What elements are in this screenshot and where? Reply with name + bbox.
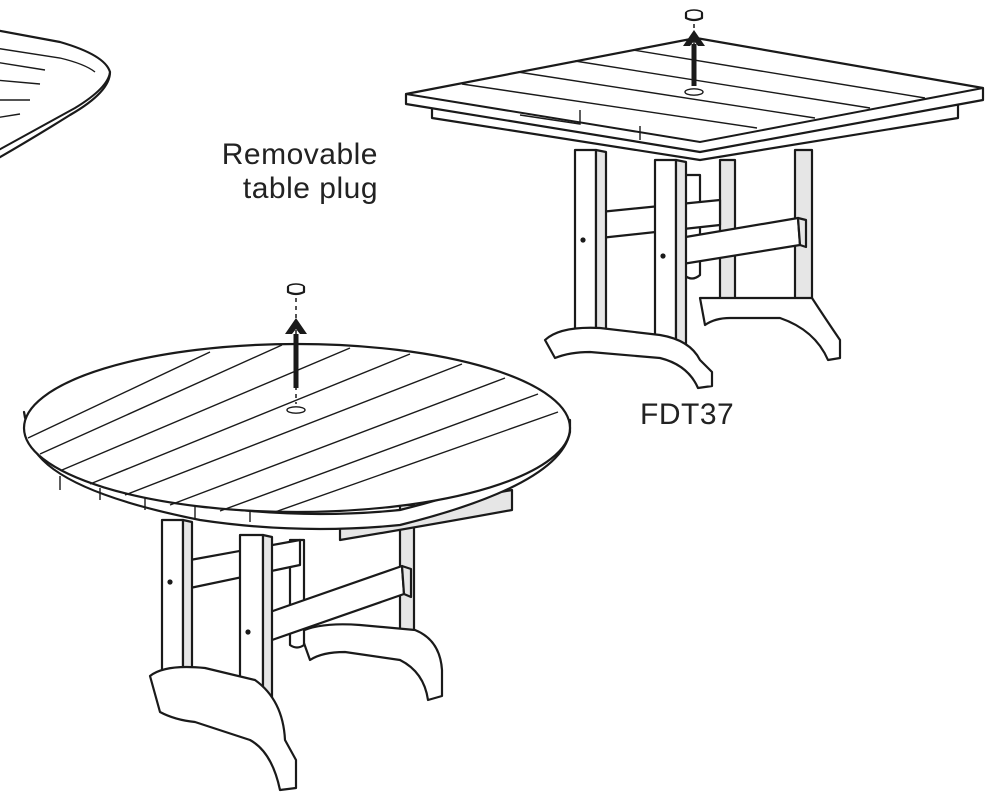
square-leg-front [653, 158, 678, 350]
round-up-arrow-icon [285, 318, 307, 334]
model-label: FDT37 [640, 398, 735, 431]
round-leg-left [160, 518, 185, 692]
square-table-plug [684, 9, 704, 22]
removable-plug-label-line2: table plug [242, 172, 378, 205]
square-foot-front [543, 326, 714, 390]
round-table-plug [286, 283, 306, 296]
round-foot-front [148, 665, 298, 792]
removable-plug-label: Removable table plug [222, 138, 378, 206]
square-up-arrow-icon [683, 30, 705, 46]
square-foot-rear [698, 296, 842, 362]
round-foot-rear [298, 623, 444, 702]
round-table [22, 283, 572, 792]
removable-plug-label-line1: Removable [221, 138, 378, 171]
partial-table-top-left [0, 29, 112, 159]
square-table [404, 9, 985, 390]
